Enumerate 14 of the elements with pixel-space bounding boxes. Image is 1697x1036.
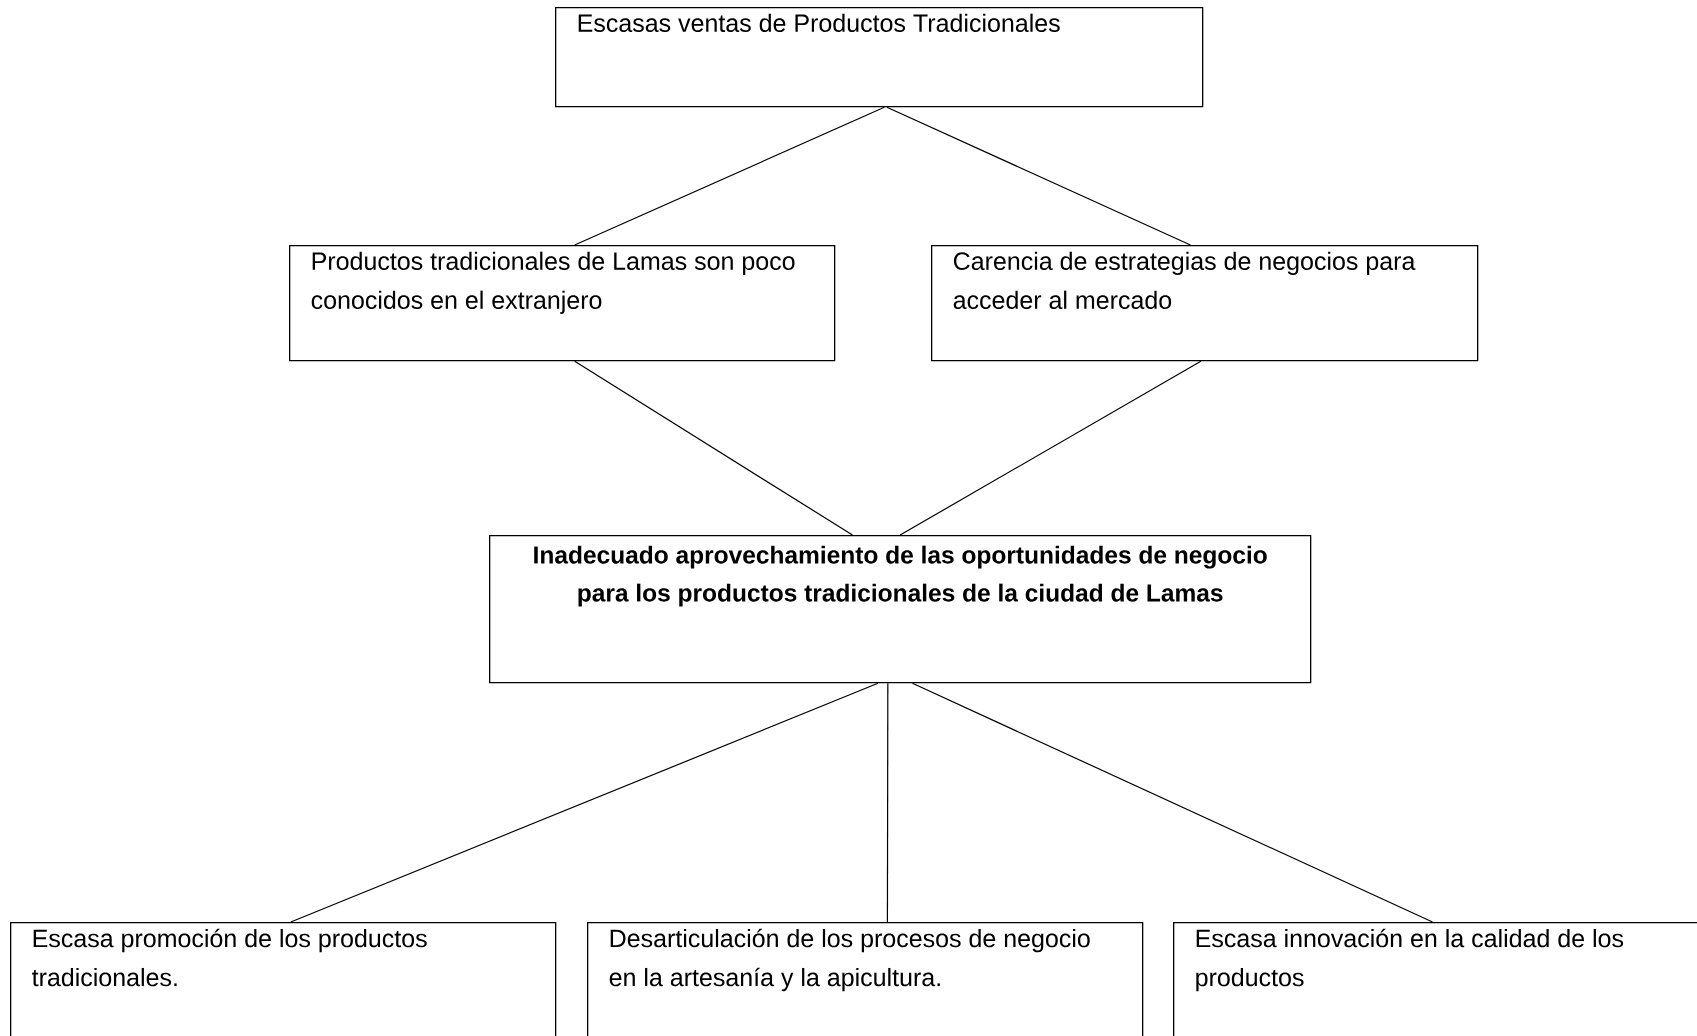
connector-line: [899, 360, 1202, 536]
text-box: Escasas ventas de Productos Tradicionales: [555, 7, 1204, 108]
text-box: Carencia de estrategias de negocios para acceder al mercado: [931, 245, 1479, 362]
connector-line: [290, 682, 879, 923]
connector-line: [886, 106, 1192, 246]
connector-line: [886, 682, 889, 923]
text-box: Desarticulación de los procesos de negocio en la artesanía y la apicultura.: [587, 922, 1144, 1036]
text-box: Inadecuado aprovechamiento de las oportunidades de negocio para los productos tradicionales de la ciudad de Lamas: [489, 535, 1312, 684]
text-box: Escasa innovación en la calidad de los productos: [1173, 922, 1697, 1036]
connector-line: [574, 360, 854, 536]
text-box: Productos tradicionales de Lamas son poco conocidos en el extranjero: [289, 245, 836, 362]
text-box: Escasa promoción de los productos tradicionales.: [10, 922, 557, 1036]
connector-line: [911, 682, 1434, 923]
connector-line: [574, 106, 885, 246]
